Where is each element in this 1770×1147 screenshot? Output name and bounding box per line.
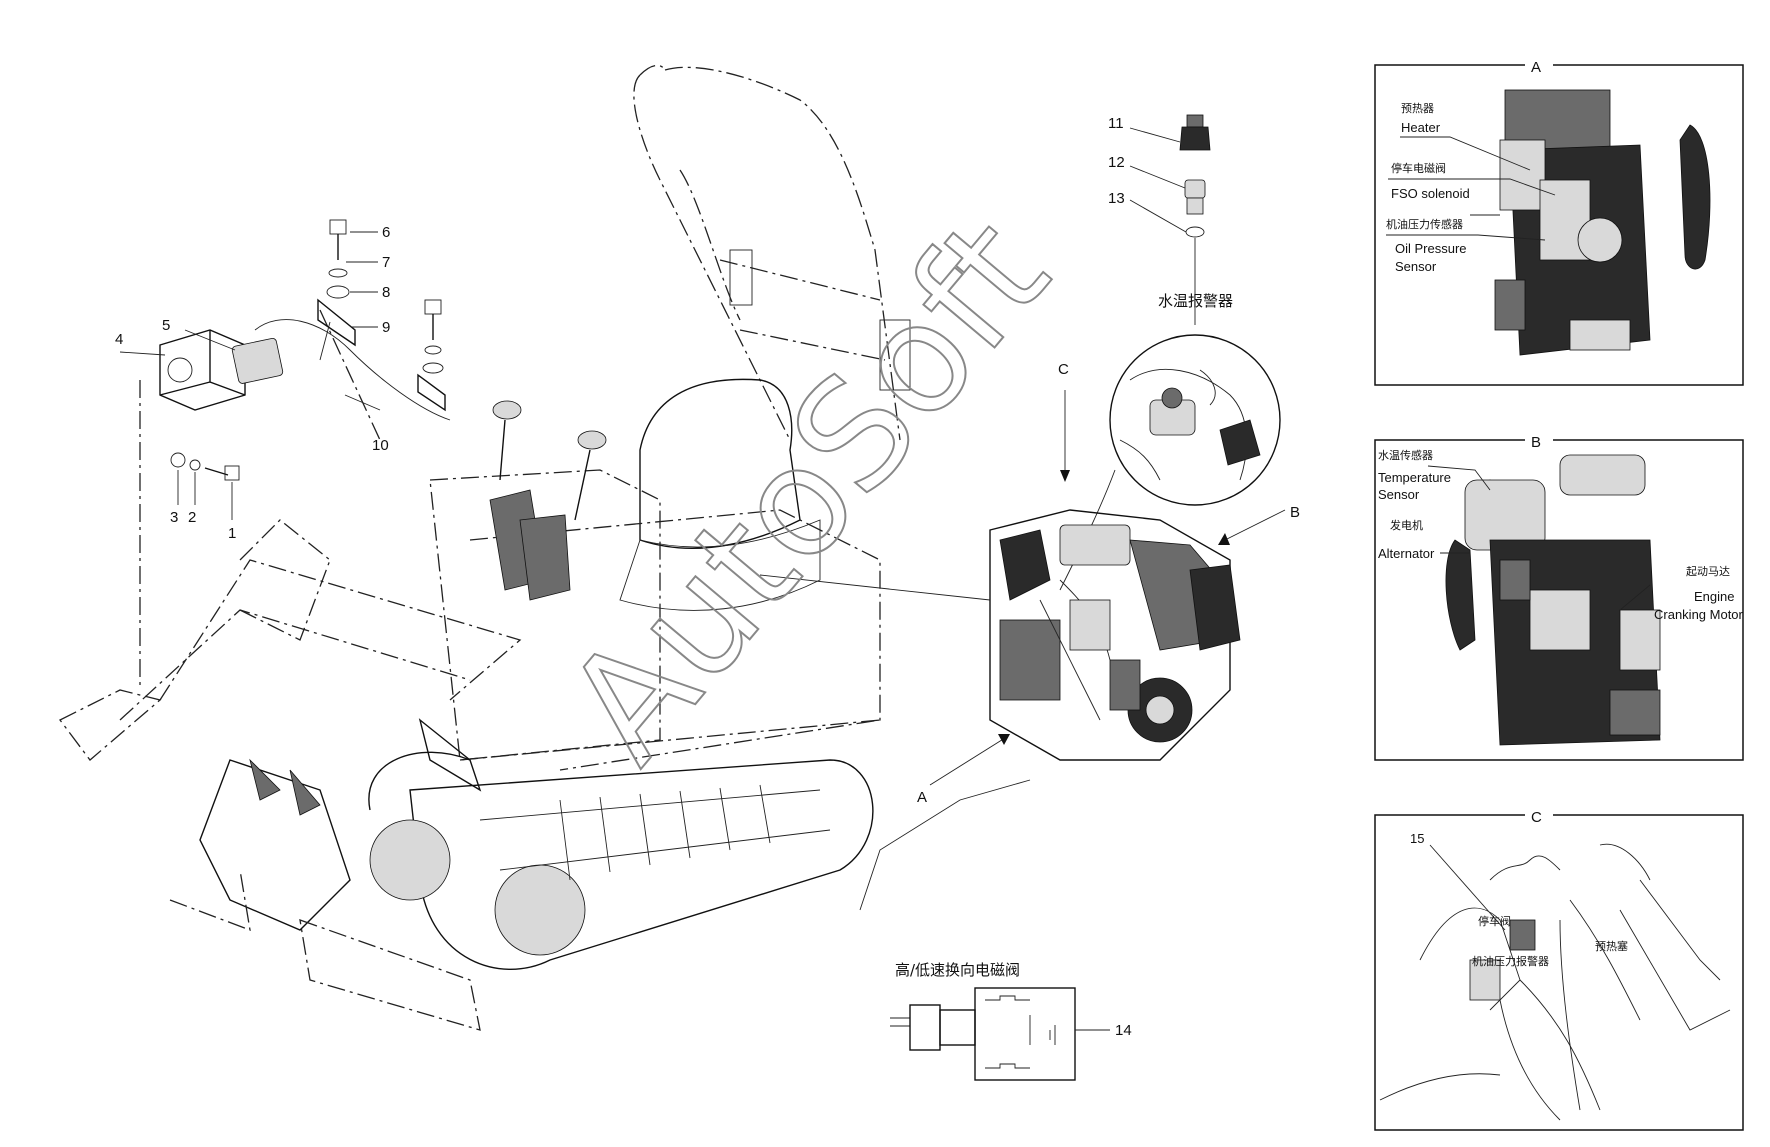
callout-7: 7 xyxy=(382,254,390,271)
panel-a-heater-en: Heater xyxy=(1401,120,1441,135)
hour-meter-assembly xyxy=(139,219,451,690)
panel-b-title: B xyxy=(1531,434,1541,451)
panel-b-temp-cn: 水温传感器 xyxy=(1378,449,1433,462)
panel-a-oil-en-2: Sensor xyxy=(1395,259,1437,274)
callout-2: 2 xyxy=(188,509,196,526)
callout-12: 12 xyxy=(1108,154,1125,171)
view-arrows xyxy=(759,390,1286,786)
panel-a-oil-en-1: Oil Pressure xyxy=(1395,241,1467,256)
view-marker-a: A xyxy=(917,789,927,806)
panel-a-title: A xyxy=(1531,59,1541,76)
callout-1: 1 xyxy=(228,525,236,542)
callout-4: 4 xyxy=(115,331,123,348)
callout-3: 3 xyxy=(170,509,178,526)
panel-b-temp-leader xyxy=(1427,465,1491,491)
hi-lo-speed-solenoid xyxy=(859,779,1110,1081)
water-temp-alarm-label: 水温报警器 xyxy=(1158,292,1233,310)
callout-10: 10 xyxy=(372,437,389,454)
view-marker-c: C xyxy=(1058,361,1069,378)
callout-5: 5 xyxy=(162,317,170,334)
callout-13: 13 xyxy=(1108,190,1125,207)
panel-a-oil-leader xyxy=(1386,234,1546,241)
panel-c-stop-valve-cn: 停车阀 xyxy=(1478,914,1511,928)
callout-6: 6 xyxy=(382,224,390,241)
excavator-outline xyxy=(59,64,911,1031)
callout-11: 11 xyxy=(1108,115,1124,132)
callout-8: 8 xyxy=(382,284,390,301)
callout-leaders-11-13 xyxy=(1129,127,1187,233)
panel-a-fso-en: FSO solenoid xyxy=(1391,186,1470,201)
view-marker-b: B xyxy=(1290,504,1300,521)
panel-b-crank-cn: 起动马达 xyxy=(1686,565,1730,578)
hi-lo-solenoid-label: 高/低速换向电磁阀 xyxy=(895,961,1020,979)
panel-b-alt-en: Alternator xyxy=(1378,546,1435,561)
panel-b-temp-en-1: Temperature xyxy=(1378,470,1451,485)
watermark-text: AutoSoft xyxy=(534,188,1081,793)
panel-b-alt-cn: 发电机 xyxy=(1390,518,1423,532)
panel-c-title: C xyxy=(1531,809,1542,826)
panel-b-temp-en-2: Sensor xyxy=(1378,487,1420,502)
panel-b-crank-en-1: Engine xyxy=(1694,589,1734,604)
water-temp-switch-parts xyxy=(1179,114,1211,325)
panel-a-oil-cn: 机油压力传感器 xyxy=(1386,217,1463,231)
magnified-detail-circle xyxy=(1059,334,1281,591)
panel-a-fso-cn: 停车电磁阀 xyxy=(1391,161,1446,175)
callout-15: 15 xyxy=(1410,831,1424,846)
callout-leaders-left xyxy=(119,231,381,520)
callout-9: 9 xyxy=(382,319,390,336)
panel-b xyxy=(1374,430,1744,761)
panel-a-heater-leader xyxy=(1400,136,1531,171)
panel-c xyxy=(1374,805,1744,1131)
panel-a-heater-cn: 预热器 xyxy=(1401,102,1434,115)
panel-c-oil-sensor-cn: 机油压力报警器 xyxy=(1472,954,1549,968)
callout-14: 14 xyxy=(1115,1022,1132,1039)
engine-assembly xyxy=(989,509,1241,761)
panel-b-crank-en-2: Cranking Motor xyxy=(1654,607,1744,622)
panel-a-fso-leader xyxy=(1388,178,1556,196)
callout-15-leader xyxy=(1429,844,1506,931)
panel-b-crank-leader xyxy=(1619,584,1651,611)
panel-a xyxy=(1374,55,1744,386)
panel-c-glow-plug-cn: 预热塞 xyxy=(1595,939,1628,953)
